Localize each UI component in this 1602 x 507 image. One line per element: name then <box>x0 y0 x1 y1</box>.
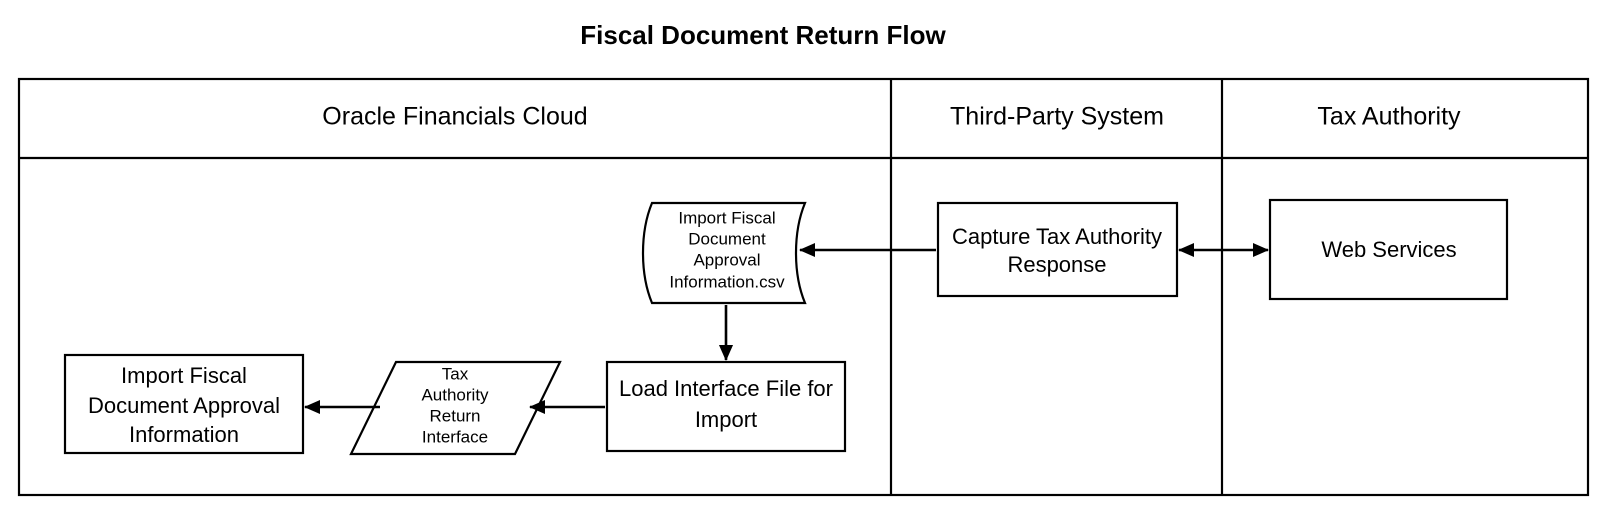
node-import-fiscal-csv[interactable]: Import Fiscal Document Approval Informat… <box>641 201 807 305</box>
lane-header-third-party-system: Third-Party System <box>950 103 1164 131</box>
node-tax-authority-return-interface-label-line-1: Tax <box>442 364 469 383</box>
node-web-services-label-line-1: Web Services <box>1321 237 1456 262</box>
node-tax-authority-return-interface-label-line-2: Authority <box>421 385 489 404</box>
lane-header-tax-authority: Tax Authority <box>1317 103 1461 131</box>
node-import-fiscal-csv-shape[interactable] <box>641 201 807 305</box>
node-import-fiscal-document-approval-information-label-line-2: Document Approval <box>88 393 280 418</box>
node-load-interface-file[interactable]: Load Interface File for Import <box>605 360 847 453</box>
node-load-interface-file-box[interactable] <box>605 360 847 453</box>
node-web-services[interactable]: Web Services <box>1268 198 1509 301</box>
node-load-interface-file-label-line-2: Import <box>695 407 757 432</box>
swimlane-frame <box>17 77 1590 497</box>
lane-header-oracle-financials-cloud: Oracle Financials Cloud <box>322 103 587 131</box>
node-load-interface-file-label-line-1: Load Interface File for <box>619 376 833 401</box>
node-web-services-box[interactable] <box>1268 198 1509 301</box>
node-import-fiscal-csv-label-line-1: Import Fiscal <box>678 208 775 227</box>
node-tax-authority-return-interface-shape[interactable] <box>349 360 562 456</box>
node-import-fiscal-document-approval-information[interactable]: Import Fiscal Document Approval Informat… <box>63 353 305 455</box>
node-import-fiscal-csv-label-line-2: Document <box>688 229 766 248</box>
node-tax-authority-return-interface[interactable]: Tax Authority Return Interface <box>349 360 562 456</box>
page-title: Fiscal Document Return Flow <box>580 20 946 50</box>
node-import-fiscal-csv-label-line-3: Approval <box>693 250 760 269</box>
node-capture-tax-authority-response-label-line-1: Capture Tax Authority <box>952 224 1162 249</box>
node-tax-authority-return-interface-label-line-3: Return <box>429 406 480 425</box>
node-capture-tax-authority-response[interactable]: Capture Tax Authority Response <box>936 201 1179 298</box>
node-import-fiscal-document-approval-information-label-line-3: Information <box>129 422 239 447</box>
node-import-fiscal-document-approval-information-label-line-1: Import Fiscal <box>121 363 247 388</box>
node-capture-tax-authority-response-box[interactable] <box>936 201 1179 298</box>
node-tax-authority-return-interface-label-line-4: Interface <box>422 427 488 446</box>
node-import-fiscal-document-approval-information-box[interactable] <box>63 353 305 455</box>
node-import-fiscal-csv-label-line-4: Information.csv <box>669 272 785 291</box>
node-capture-tax-authority-response-label-line-2: Response <box>1007 252 1106 277</box>
